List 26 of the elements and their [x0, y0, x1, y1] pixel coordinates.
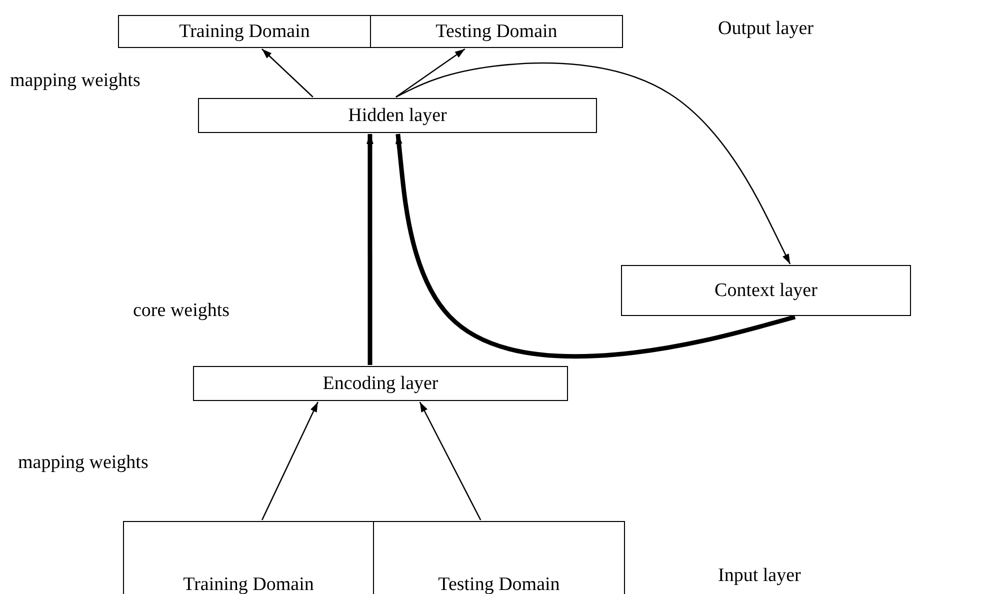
layer-box — [621, 265, 911, 316]
arrow — [366, 134, 374, 365]
node-label: Training Domain — [179, 20, 310, 42]
layer-label: mapping weights — [10, 70, 140, 92]
node-label: Training Domain — [183, 574, 314, 594]
layer-label: Input layer — [718, 565, 801, 587]
layer-label: mapping weights — [18, 452, 148, 474]
layer-label: core weights — [133, 300, 230, 322]
arrow — [419, 402, 482, 520]
arrow — [395, 134, 796, 359]
arrow — [396, 62, 791, 264]
node-label: Testing Domain — [438, 574, 560, 594]
layer-box — [118, 15, 371, 48]
layer-box — [373, 521, 625, 594]
arrow — [262, 48, 314, 98]
layer-box — [193, 366, 568, 401]
node-label: Hidden layer — [348, 104, 447, 126]
arrow — [261, 402, 318, 520]
layer-label: Output layer — [718, 18, 814, 40]
node-label: Encoding layer — [322, 372, 438, 394]
layer-box — [370, 15, 623, 48]
layer-box — [123, 521, 374, 594]
layer-box — [198, 98, 597, 133]
node-label: Context layer — [714, 280, 818, 302]
node-label: Testing Domain — [436, 20, 558, 42]
arrow — [396, 48, 466, 98]
